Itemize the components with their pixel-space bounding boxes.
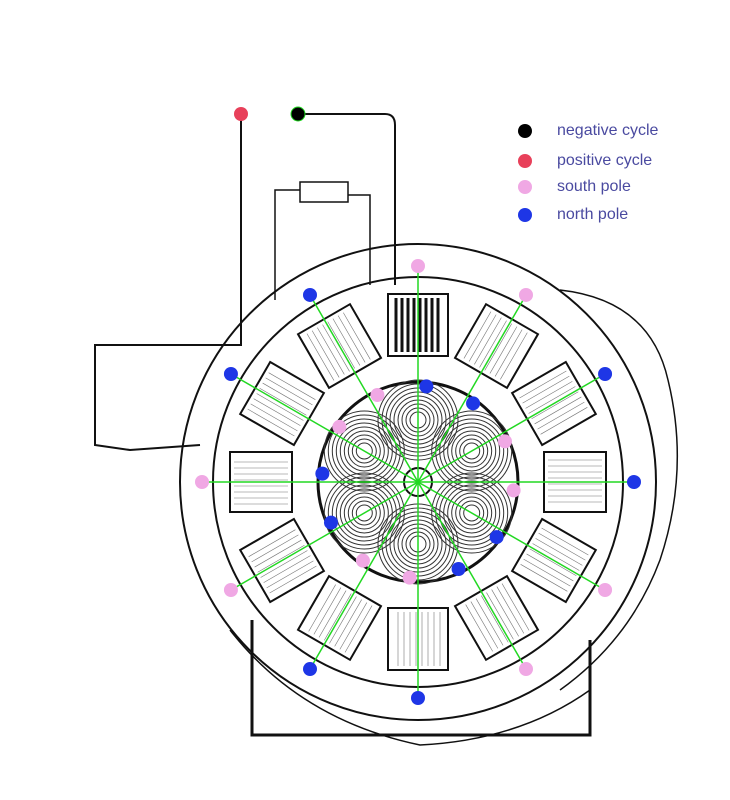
rotor-winding (439, 418, 505, 484)
north-dot-icon (518, 208, 532, 222)
stator-south-pole-dot (195, 475, 209, 489)
rotor-winding (443, 484, 501, 542)
stator-south-pole-dot (519, 662, 533, 677)
rotor-winding (351, 438, 377, 464)
rotor-winding (339, 488, 389, 538)
positive-terminal (234, 107, 248, 121)
wire-negative (298, 113, 396, 285)
stator-south-pole-dot (411, 259, 425, 273)
rotor-north-pole-dot (489, 530, 504, 545)
flux-line (309, 294, 419, 483)
rotor-winding (347, 496, 381, 530)
rotor-winding (443, 422, 501, 480)
rotor-winding (447, 488, 497, 538)
flux-line (230, 481, 419, 591)
rotor-winding (343, 430, 385, 472)
rotor-north-pole-dot (419, 379, 434, 394)
flux-line (230, 373, 419, 483)
legend-label: negative cycle (557, 122, 659, 139)
rotor-winding (459, 438, 485, 464)
outer-coil-wire (229, 629, 591, 746)
south-dot-icon (518, 180, 532, 194)
legend-north-pole: north pole (518, 206, 628, 224)
stator-north-pole-dot (627, 475, 641, 489)
rotor-winding (331, 418, 397, 484)
legend-negative-cycle: negative cycle (518, 122, 658, 140)
rotor-winding (431, 472, 513, 554)
rotor-winding (439, 480, 505, 546)
rotor-south-pole-dot (370, 387, 385, 402)
rotor-south-pole-dot (506, 483, 521, 498)
rotor-north-pole-dot (466, 396, 481, 411)
positive-dot-icon (518, 154, 532, 168)
legend-label: north pole (557, 206, 629, 223)
rotor-north-pole-dot (323, 515, 338, 530)
rotor-winding (455, 434, 489, 468)
rotor-south-pole-dot (355, 553, 370, 568)
negative-dot-icon (518, 124, 532, 138)
rotor-south-pole-dot (498, 434, 513, 449)
stator-outer-ring (179, 243, 657, 721)
rotor-south-pole-dot (332, 419, 347, 434)
rotor-north-pole-dot (451, 562, 466, 577)
rotor-winding (463, 442, 481, 460)
stator-north-pole-dot (598, 367, 613, 381)
rotor-winding (351, 500, 377, 526)
rotor-winding (451, 492, 493, 534)
rotor-winding (355, 442, 373, 460)
rotor-winding (343, 492, 385, 534)
stator-north-pole-dot (411, 691, 425, 705)
wire-positive (94, 114, 242, 452)
stator-north-pole-dot (303, 287, 317, 302)
rotor-winding (335, 422, 393, 480)
rotor-winding (323, 472, 405, 554)
rotor-winding (447, 426, 497, 476)
stator-south-pole-dot (519, 287, 533, 302)
rotor-winding (451, 430, 493, 472)
rotor-winding (455, 496, 489, 530)
rotor-north-pole-dot (315, 466, 330, 481)
stator-north-pole-dot (303, 662, 317, 677)
flux-line (417, 294, 527, 483)
rotor-winding (431, 410, 513, 492)
stator-south-pole-dot (223, 583, 238, 597)
flux-line (417, 481, 606, 591)
negative-terminal (290, 106, 306, 122)
flux-line (417, 373, 606, 483)
stator-north-pole-dot (223, 367, 238, 381)
rotor-winding (323, 410, 405, 492)
outer-coil-wire (559, 289, 679, 691)
wire-resistor (274, 189, 371, 300)
rotor-winding (339, 426, 389, 476)
legend-label: south pole (557, 178, 631, 195)
legend-label: positive cycle (557, 152, 653, 169)
flux-line (417, 481, 527, 670)
rotor-winding (331, 480, 397, 546)
legend-south-pole: south pole (518, 178, 631, 196)
resistor (299, 181, 349, 203)
rotor-winding (463, 504, 481, 522)
legend-positive-cycle: positive cycle (518, 152, 652, 170)
rotor-winding (347, 434, 381, 468)
base-frame (250, 620, 592, 737)
rotor-winding (459, 500, 485, 526)
stator-south-pole-dot (598, 583, 613, 597)
rotor-south-pole-dot (402, 570, 417, 585)
rotor-winding (355, 504, 373, 522)
flux-line (309, 481, 419, 670)
